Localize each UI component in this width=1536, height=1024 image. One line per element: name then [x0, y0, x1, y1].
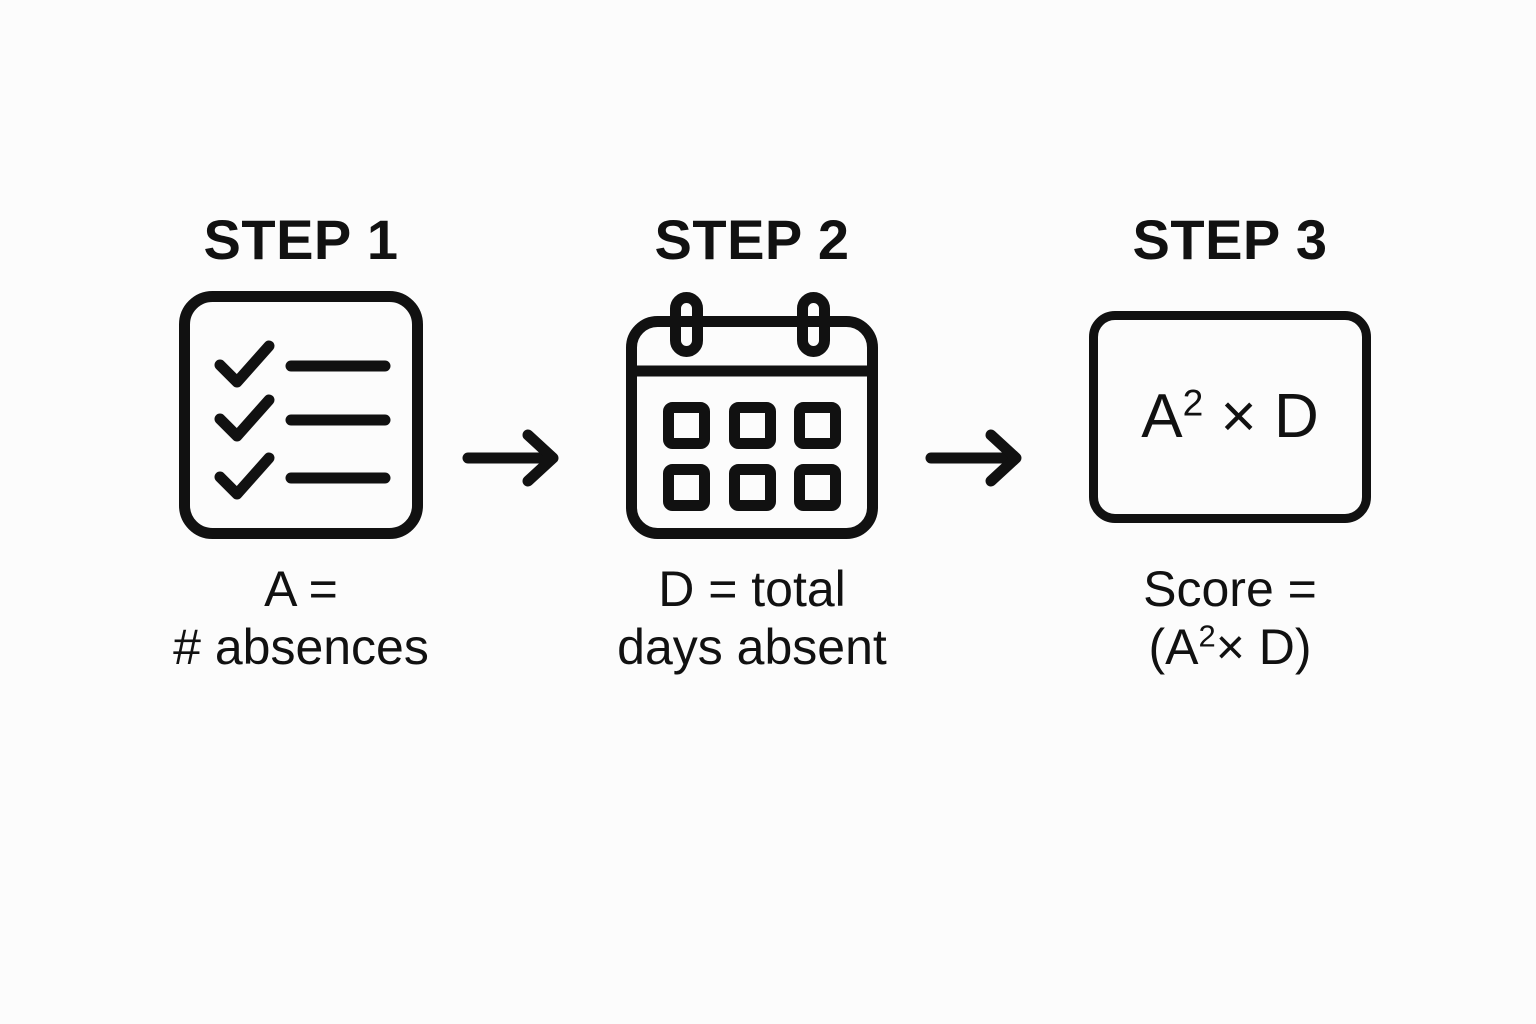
step-2-group: STEP 2	[582, 210, 922, 676]
step-3-group: STEP 3 A2 × D Score = (A2× D)	[1060, 210, 1400, 676]
step-1-caption: A = # absences	[131, 560, 471, 676]
caption-formula-exponent: 2	[1198, 618, 1216, 654]
step-2-heading: STEP 2	[654, 208, 850, 271]
step-1-caption-line-2: # absences	[173, 619, 429, 675]
formula-box-text: A2 × D	[1141, 384, 1319, 448]
formula-operator: ×	[1220, 382, 1257, 451]
step-2-caption-line-1: D = total	[658, 561, 846, 617]
formula-operand: D	[1273, 382, 1319, 451]
step-3-icon-wrap: A2 × D	[1060, 292, 1400, 542]
arrow-step2-to-step3	[925, 425, 1025, 496]
step-3-caption-line-1: Score =	[1143, 561, 1317, 617]
arrow-step1-to-step2	[462, 425, 562, 496]
step-1-icon-wrap	[131, 290, 471, 544]
step-2-caption-line-2: days absent	[617, 619, 887, 675]
step-3-caption: Score = (A2× D)	[1060, 560, 1400, 676]
step-1-group: STEP 1 A = # absences	[131, 210, 471, 676]
calendar-icon	[626, 291, 878, 544]
step-1-heading: STEP 1	[203, 208, 399, 271]
formula-base: A	[1141, 382, 1183, 451]
checklist-icon	[179, 290, 423, 544]
caption-formula-prefix: (A	[1148, 619, 1199, 675]
step-2-icon-wrap	[582, 291, 922, 544]
step-2-caption: D = total days absent	[582, 560, 922, 676]
formula-exponent: 2	[1182, 381, 1204, 424]
step-3-caption-line-2: (A2× D)	[1060, 618, 1400, 676]
step-1-caption-line-1: A =	[264, 561, 338, 617]
step-3-heading: STEP 3	[1132, 208, 1328, 271]
formula-box-icon: A2 × D	[1089, 311, 1371, 523]
caption-formula-suffix: × D)	[1215, 619, 1312, 675]
